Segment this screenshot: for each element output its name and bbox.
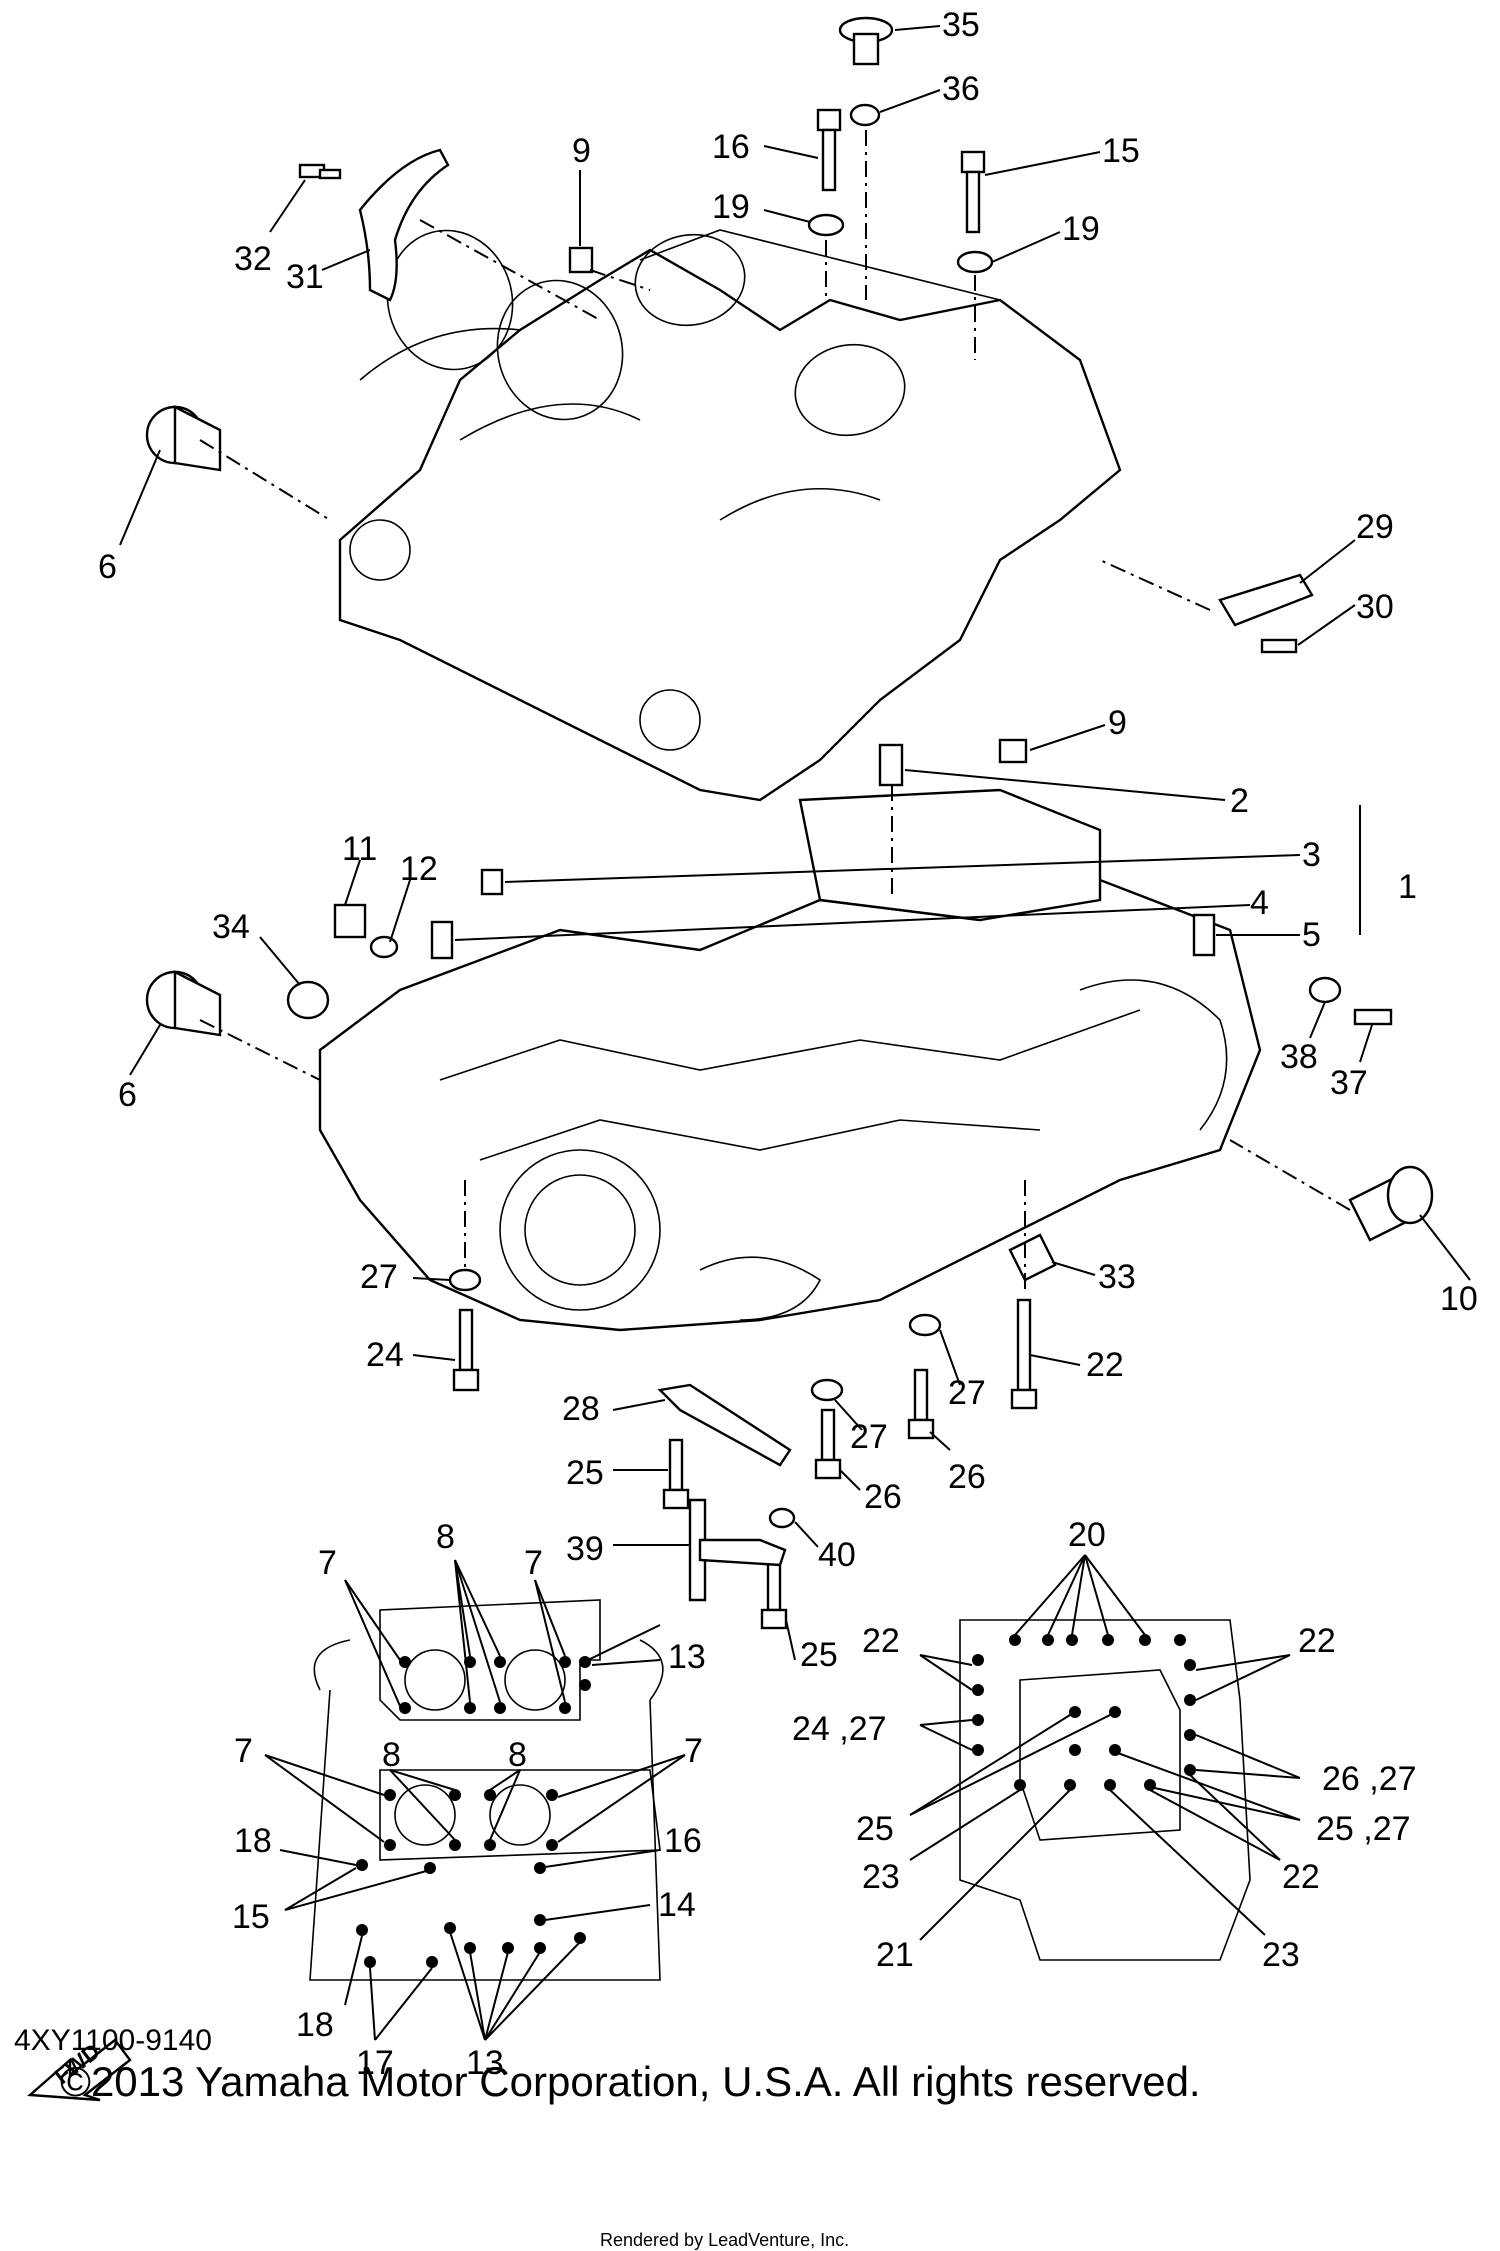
callout-2: 2	[1230, 782, 1249, 820]
callout-24: 24	[366, 1336, 404, 1374]
callout-18a: 18	[234, 1822, 272, 1860]
callout-35: 35	[942, 6, 980, 44]
inset-leaders	[264, 1554, 1301, 2041]
callout-39: 39	[566, 1530, 604, 1568]
rendered-by-note: Rendered by LeadVenture, Inc.	[600, 2230, 850, 2250]
callout-26b: 26	[864, 1478, 902, 1516]
callout-34: 34	[212, 908, 250, 946]
callout-22b: 22	[1298, 1622, 1336, 1660]
callout-27: 27	[360, 1258, 398, 1296]
callout-8b: 8	[382, 1736, 401, 1774]
lower-crankcase	[318, 788, 1262, 1332]
leader-lines	[119, 25, 1471, 1661]
small-parts	[145, 16, 1434, 1630]
callout-8a: 8	[436, 1518, 455, 1556]
callout-1: 1	[1398, 868, 1417, 906]
callout-13b: 13	[466, 2044, 504, 2082]
callout-22a: 22	[862, 1622, 900, 1660]
callout-9b: 9	[1108, 704, 1127, 742]
callout-7d: 7	[684, 1732, 703, 1770]
callout-30: 30	[1356, 588, 1394, 626]
callout-10: 10	[1440, 1280, 1478, 1318]
callout-25: 25	[566, 1454, 604, 1492]
inset-lower-bolt-pattern	[264, 1554, 1301, 2041]
callout-32: 32	[234, 240, 272, 278]
callout-15: 15	[1102, 132, 1140, 170]
callout-26: 26	[948, 1458, 986, 1496]
callout-6b: 6	[118, 1076, 137, 1114]
callout-19: 19	[712, 188, 750, 226]
bolt-dots-upper-b	[356, 1789, 586, 1968]
callout-23a: 23	[862, 1858, 900, 1896]
callout-16: 16	[712, 128, 750, 166]
callout-31: 31	[286, 258, 324, 296]
callout-18b: 18	[296, 2006, 334, 2044]
bolt-dots-upper-a	[399, 1656, 591, 1714]
callout-22c: 22	[1282, 1858, 1320, 1896]
callout-36: 36	[942, 70, 980, 108]
callout-15b: 15	[232, 1898, 270, 1936]
callout-7b: 7	[524, 1544, 543, 1582]
callout-33: 33	[1098, 1258, 1136, 1296]
diagram-code: 4XY1100-9140	[14, 2024, 212, 2057]
callout-23b: 23	[1262, 1936, 1300, 1974]
callout-7a: 7	[318, 1544, 337, 1582]
callout-17: 17	[356, 2044, 394, 2082]
callout-8c: 8	[508, 1736, 527, 1774]
callout-25c: 25	[856, 1810, 894, 1848]
callout-9: 9	[572, 132, 591, 170]
callout-40: 40	[818, 1536, 856, 1574]
callout-29: 29	[1356, 508, 1394, 546]
callout-19b: 19	[1062, 210, 1100, 248]
callout-16b: 16	[664, 1822, 702, 1860]
callout-13a: 13	[668, 1638, 706, 1676]
callout-12: 12	[400, 850, 438, 888]
callout-24-27: 24 ,27	[792, 1710, 887, 1748]
callout-38: 38	[1280, 1038, 1318, 1076]
callout-14: 14	[658, 1886, 696, 1924]
callout-27c: 27	[850, 1418, 888, 1456]
callout-25b: 25	[800, 1636, 838, 1674]
callout-21: 21	[876, 1936, 914, 1974]
callout-20: 20	[1068, 1516, 1106, 1554]
callout-22: 22	[1086, 1346, 1124, 1384]
callout-7c: 7	[234, 1732, 253, 1770]
bolt-dots-lower	[972, 1634, 1196, 1791]
callout-28: 28	[562, 1390, 600, 1428]
callout-4: 4	[1250, 884, 1269, 922]
copyright-notice: ©2013 Yamaha Motor Corporation, U.S.A. A…	[60, 2058, 1201, 2105]
callout-6: 6	[98, 548, 117, 586]
callout-27b: 27	[948, 1374, 986, 1412]
callout-labels: 35 36 16 15 19 19 9 32 31 6 29 30 9 2 3 …	[98, 6, 1478, 2082]
upper-crankcase	[338, 229, 1122, 802]
callout-26-27: 26 ,27	[1322, 1760, 1417, 1798]
callout-11: 11	[342, 830, 377, 868]
callout-25-27: 25 ,27	[1316, 1810, 1411, 1848]
callout-5: 5	[1302, 916, 1321, 954]
callout-3: 3	[1302, 836, 1321, 874]
inset-upper-bolt-pattern	[309, 1599, 664, 1981]
assembly-lines	[199, 130, 1351, 1290]
callout-37: 37	[1330, 1064, 1368, 1102]
